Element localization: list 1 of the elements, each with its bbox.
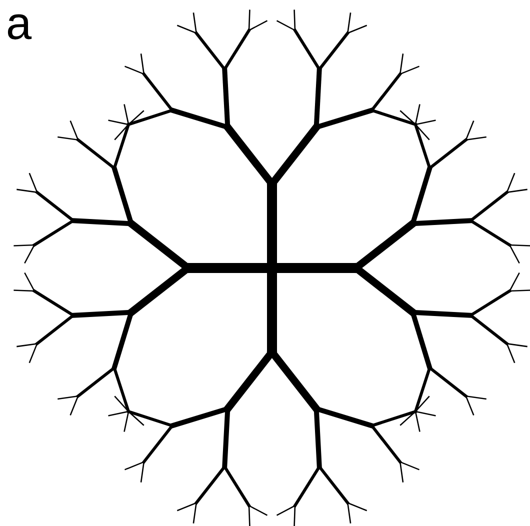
panel-label: a xyxy=(6,0,32,46)
